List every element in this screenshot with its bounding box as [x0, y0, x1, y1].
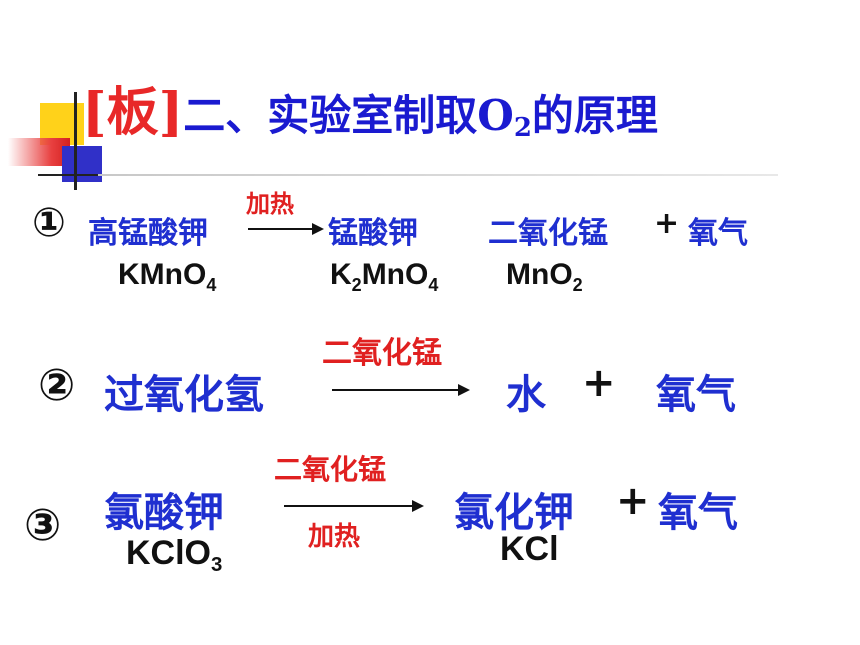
reaction-1-formula-product-2: MnO2	[506, 258, 583, 295]
reaction-2-product-1: 水	[506, 372, 546, 418]
reaction-1-product-3: 氧气	[688, 216, 748, 251]
reaction-3-plus: +	[616, 478, 650, 524]
reaction-3-product-2: 氧气	[658, 490, 738, 536]
reaction-1-product-2: 二氧化锰	[488, 216, 608, 251]
slide-title: [板]二、实验室制取O2的原理	[82, 78, 658, 148]
reaction-2-number: ②	[38, 360, 76, 411]
reaction-3-formula-product-1: KCl	[500, 530, 559, 568]
decoration-blue-square	[62, 146, 102, 182]
title-board-tag: [板]	[82, 82, 184, 143]
reaction-3-product-1: 氯化钾	[454, 490, 574, 536]
title-formula: O2	[477, 91, 532, 143]
title-heading: 二、实验室制取	[183, 91, 478, 140]
title-rest: 的原理	[531, 91, 658, 140]
title-formula-sub: 2	[513, 113, 532, 143]
decoration-red-bar	[8, 138, 70, 166]
reaction-1-plus: +	[654, 206, 680, 241]
reaction-3-reactant: 氯酸钾	[104, 490, 224, 536]
reaction-3-catalyst: 二氧化锰	[274, 453, 387, 486]
reaction-1-condition: 加热	[246, 189, 294, 218]
reaction-2-reactant: 过氧化氢	[104, 372, 264, 418]
reaction-2-catalyst: 二氧化锰	[322, 336, 442, 371]
reaction-1-formula-product-1: K2MnO4	[330, 258, 439, 295]
title-formula-main: O	[477, 91, 514, 140]
reaction-3-number: ③	[24, 500, 62, 551]
reaction-2-plus: +	[582, 360, 616, 406]
reaction-1-number: ①	[32, 200, 66, 246]
reaction-1-product-1: 锰酸钾	[328, 216, 418, 251]
reaction-1-reactant: 高锰酸钾	[88, 216, 208, 251]
decoration-vertical-line	[74, 92, 77, 190]
reaction-3-formula-reactant: KClO3	[126, 534, 223, 576]
reaction-2-product-2: 氧气	[656, 372, 736, 418]
reaction-3-condition: 加热	[308, 522, 361, 552]
decoration-horizontal-line	[38, 174, 778, 176]
reaction-1-formula-reactant: KMnO4	[118, 258, 217, 295]
